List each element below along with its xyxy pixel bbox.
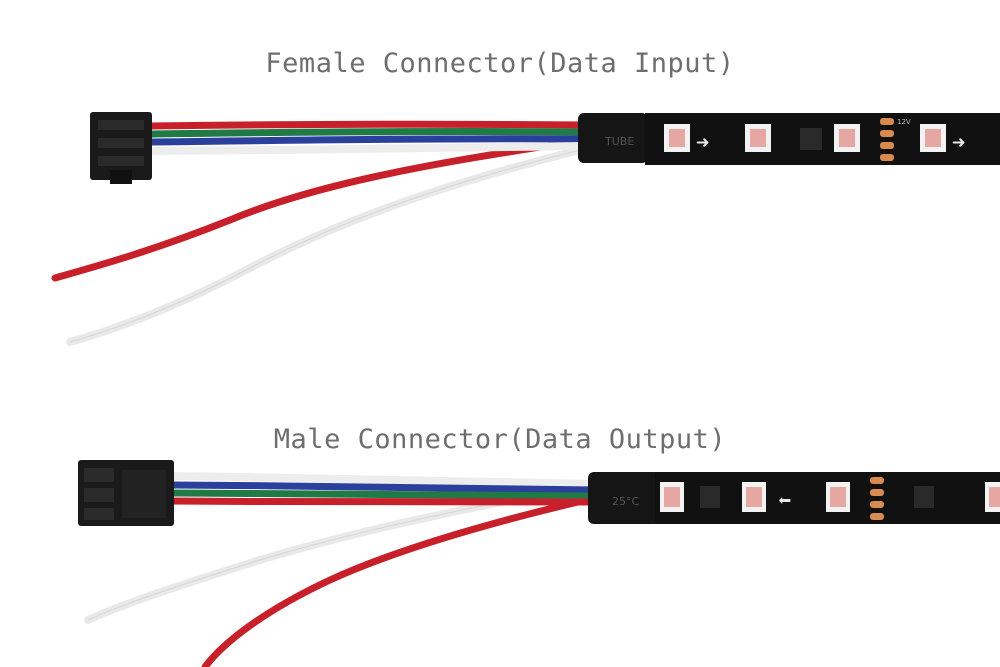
bottom-loose-red-wire (201, 494, 599, 667)
bottom-ribbon-red-wire (169, 497, 596, 506)
bottom-tube-label: 25°C (612, 495, 639, 508)
bottom-ic-chip-2 (914, 486, 934, 508)
top-copper-pads (880, 118, 894, 161)
top-ribbon-blue-wire (149, 135, 586, 146)
top-led-2 (745, 124, 771, 152)
bottom-led-1 (660, 482, 684, 512)
bottom-ribbon-white-wire (169, 472, 596, 488)
top-ribbon-red-wire (149, 120, 586, 130)
top-assembly: TUBE ➜ 12V ➜ (51, 112, 1000, 346)
top-ic-chip (800, 128, 822, 150)
bottom-ic-chip (700, 486, 720, 508)
top-loose-red-wire (51, 136, 589, 282)
bottom-ribbon-blue-wire (169, 481, 596, 494)
bottom-ribbon-green-wire (169, 489, 596, 500)
arrow-left-icon: ⬅ (778, 489, 791, 514)
female-connector (90, 112, 152, 184)
top-led-1 (664, 124, 690, 152)
male-connector-caption: Male Connector(Data Output) (273, 424, 727, 455)
top-led-4 (920, 124, 946, 152)
bottom-led-3 (826, 482, 850, 512)
arrow-right-icon: ➜ (696, 131, 709, 156)
top-tube-label: TUBE (604, 135, 634, 148)
bottom-copper-pads (870, 477, 884, 520)
bottom-led-4 (985, 482, 1000, 512)
male-connector (78, 460, 174, 526)
top-ribbon-white-wire (149, 142, 586, 155)
female-connector-caption: Female Connector(Data Input) (265, 48, 735, 79)
top-heat-shrink (578, 113, 648, 163)
top-pad-label: 12V (897, 118, 911, 126)
top-ribbon-green-wire (149, 128, 586, 138)
bottom-heat-shrink (588, 472, 660, 524)
arrow-right-icon: ➜ (952, 131, 965, 156)
bottom-led-2 (742, 482, 766, 512)
bottom-assembly: 25°C ⬅ (78, 460, 1000, 667)
top-led-3 (834, 124, 860, 152)
